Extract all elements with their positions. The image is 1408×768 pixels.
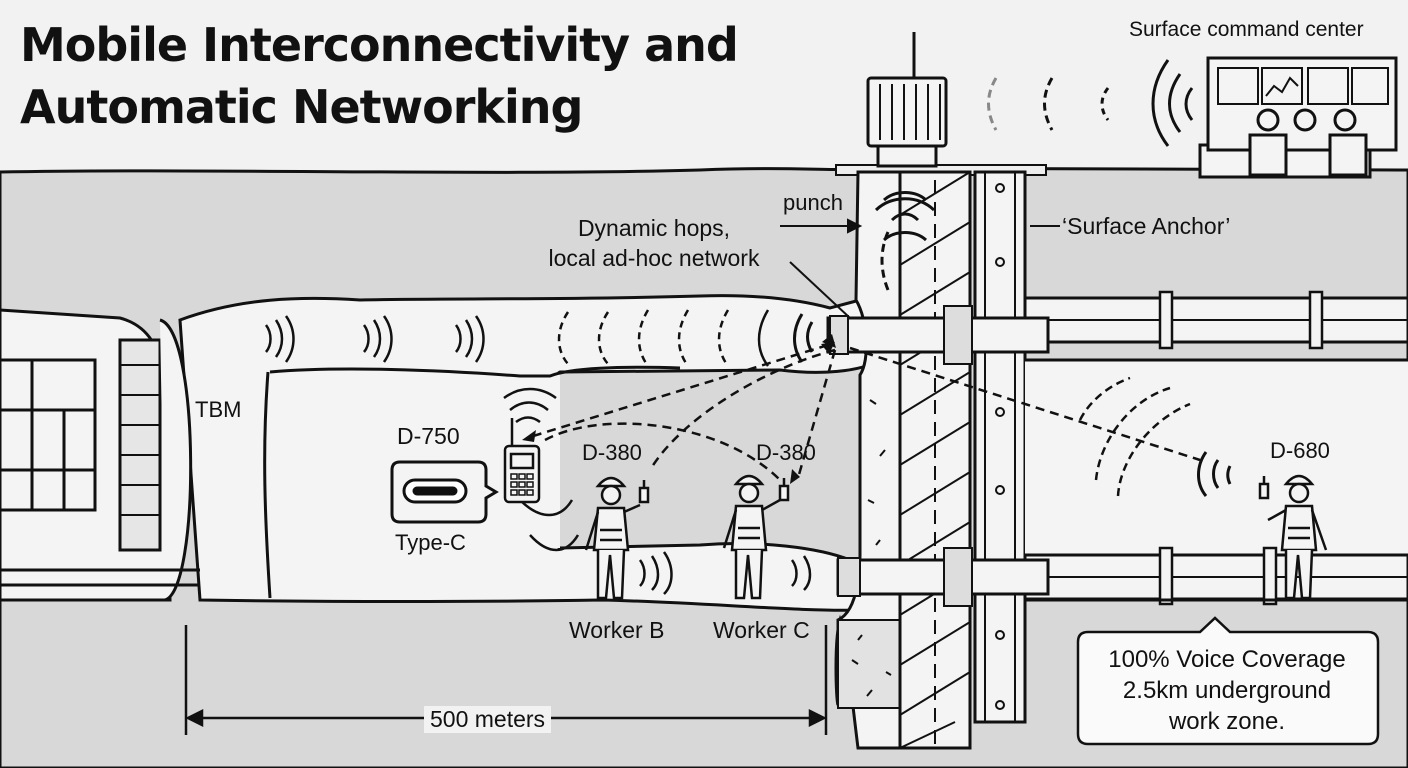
page-title: Mobile Interconnectivity and Automatic N… [20,14,739,138]
command-center-building [1198,56,1398,179]
hop-arrowheads [522,334,836,484]
hop-arrows [529,343,1201,481]
coverage-line-3: work zone. [1168,708,1286,735]
tbm-label: TBM [195,397,242,422]
surface-anchor-label: ‘Surface Anchor’ [1062,213,1231,239]
tunnel-signal-arcs [264,309,1232,595]
d380-worker-c-label: D-380 [756,440,816,465]
worker-c-label: Worker C [713,617,810,643]
dynamic-hops-line-2: local ad-hoc network [548,245,760,271]
type-c-label: Type-C [395,530,466,555]
type-c-callout [390,460,499,524]
worker-c-figure [722,474,790,600]
punch-arrow [780,218,863,234]
surface-signal-arcs [987,59,1194,147]
tunnel-lining-bottom [263,371,272,599]
concrete-speckle [851,399,892,697]
worker-b-figure [584,476,650,600]
coverage-callout-box [1076,616,1380,746]
punch-label: punch [783,190,843,215]
rail-clamps [1158,290,1324,606]
title-line-2: Automatic Networking [20,80,583,134]
dynamic-hops-label: Dynamic hops, local ad-hoc network [520,213,788,273]
hops-pointer [789,261,851,319]
coverage-line-2: 2.5km underground [1122,677,1332,704]
d380-worker-b-label: D-380 [582,440,642,465]
command-center-label: Surface command center [1129,18,1364,41]
worker-d680-figure [1258,474,1328,600]
shaft-signal-arcs [874,191,936,291]
coverage-text: 100% Voice Coverage 2.5km underground wo… [1077,644,1377,737]
worker-b-label: Worker B [569,617,665,643]
dynamic-hops-line-1: Dynamic hops, [577,215,731,241]
tunnel-inner-loop [270,366,560,548]
tbm-machine [0,308,200,602]
d750-radio [503,418,541,504]
surface-radio-unit [866,32,948,168]
distance-label: 500 meters [424,706,552,733]
upper-anchor-bar [826,316,1050,354]
title-line-1: Mobile Interconnectivity and [20,18,739,72]
coverage-line-1: 100% Voice Coverage [1108,646,1346,673]
d680-label: D-680 [1270,438,1330,463]
d750-label: D-750 [397,423,460,449]
tunnel-lining-line [269,365,681,378]
